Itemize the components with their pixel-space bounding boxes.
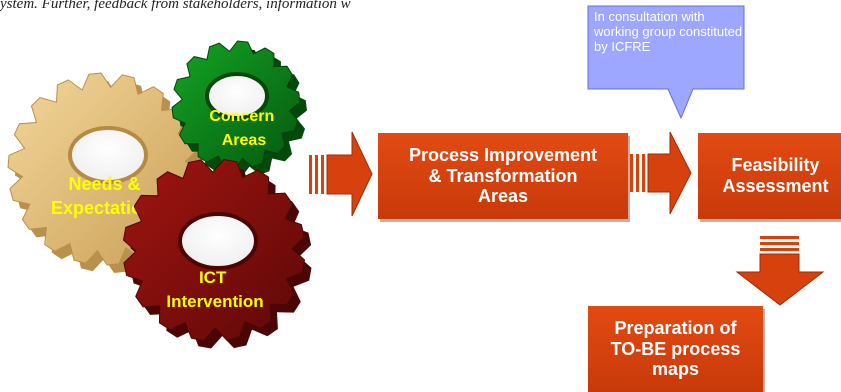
concern-gear-hole <box>205 72 269 120</box>
ict-gear-label-line-2: Intervention <box>166 292 263 311</box>
arrow-3-body <box>735 253 825 306</box>
arrow-3-stripe-2 <box>760 242 799 245</box>
needs-gear-label-line-1: Needs & <box>68 174 140 194</box>
flow-arrow-2 <box>630 131 692 215</box>
needs-gear-label: Needs & Expectations <box>51 174 163 218</box>
concern-gear-label-line-2: Areas <box>222 132 267 149</box>
arrow-2-stripe-2 <box>636 154 639 192</box>
flow-arrow-3 <box>735 236 825 306</box>
arrow-2-stripe-3 <box>642 154 645 192</box>
arrow-2-body <box>647 131 692 215</box>
arrow-1-stripe-2 <box>315 155 318 194</box>
flow-arrow-1 <box>309 131 373 217</box>
preparation-text: Preparation of TO-BE process maps <box>610 317 741 380</box>
needs-gear-hole <box>68 126 148 184</box>
ict-gear-label-line-1: ICT <box>199 268 227 287</box>
ict-gear-hole <box>178 212 258 270</box>
needs-gear-label-line-2: Expectations <box>51 198 163 218</box>
ict-gear-label: ICT Intervention <box>166 268 263 311</box>
callout-bubble <box>587 5 745 120</box>
preparation-box: Preparation of TO-BE process maps <box>588 306 763 392</box>
ict-gear: ICT Intervention <box>122 158 312 349</box>
concern-gear-label: Concern Areas <box>209 108 278 149</box>
arrow-2-stripe-1 <box>630 154 633 192</box>
feasibility-assessment-box: Feasibility Assessment <box>698 133 841 219</box>
consultation-callout <box>587 5 745 120</box>
process-improvement-box: Process Improvement & Transformation Are… <box>378 133 628 219</box>
gear-group: Needs & Expectations Concern Areas ICT <box>7 40 312 349</box>
arrow-3-stripe-1 <box>760 236 799 239</box>
feasibility-assessment-text: Feasibility Assessment <box>722 155 829 196</box>
arrow-1-body <box>326 131 373 217</box>
arrow-3-stripe-3 <box>760 248 799 251</box>
arrow-1-stripe-1 <box>309 155 312 194</box>
callout-text: In consultation with working group const… <box>594 9 743 54</box>
concern-gear-label-line-1: Concern <box>209 108 274 125</box>
cropped-top-text: ystem. Further, feedback from stakeholde… <box>0 0 351 11</box>
concern-gear: Concern Areas <box>171 40 307 177</box>
arrow-1-stripe-3 <box>321 155 324 194</box>
process-improvement-text: Process Improvement & Transformation Are… <box>408 144 598 207</box>
